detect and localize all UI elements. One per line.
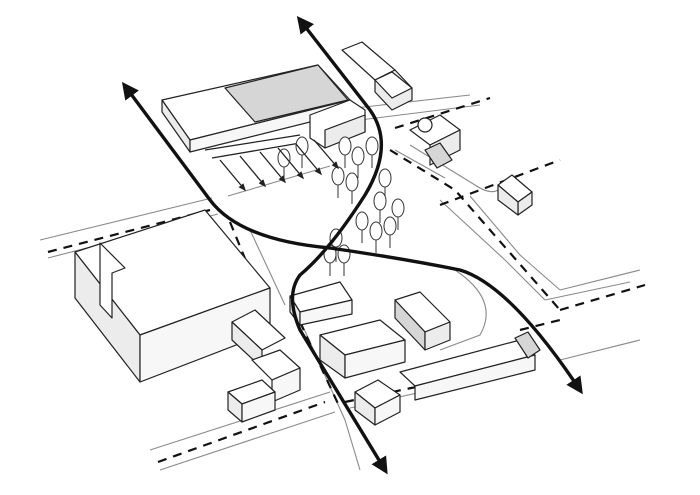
tree xyxy=(338,136,352,168)
building-church xyxy=(409,114,461,169)
tree xyxy=(365,136,379,168)
building-center-box xyxy=(289,281,353,326)
main-flow-lines xyxy=(121,15,583,475)
building-large-left xyxy=(74,209,271,383)
building-cluster-lower xyxy=(319,319,406,379)
tree xyxy=(345,172,359,204)
tree xyxy=(383,216,397,248)
flow-arrow-left-diagonal xyxy=(121,81,583,395)
building-small-right xyxy=(497,174,533,216)
buildings xyxy=(74,41,541,426)
building-house-top-right xyxy=(341,41,413,111)
tree xyxy=(331,166,345,198)
building-lower-mid xyxy=(354,379,401,426)
building-warehouse-top xyxy=(161,64,366,153)
tree xyxy=(373,191,387,223)
tree xyxy=(295,136,309,168)
flow-arrow-right-diagonal xyxy=(290,15,388,475)
small-flow-arrows xyxy=(219,139,340,192)
tree xyxy=(355,211,369,243)
tree xyxy=(369,221,383,253)
